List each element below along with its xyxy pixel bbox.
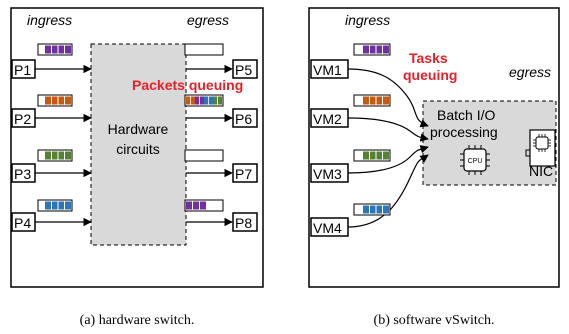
hw-queue-out-6 bbox=[184, 94, 224, 107]
hw-port-p5: P5 bbox=[186, 59, 258, 79]
cpu-label: CPU bbox=[468, 158, 483, 165]
hw-center-line1: Hardware bbox=[108, 121, 169, 137]
panel-hardware-switch: ingress egress Hardware circuits P1 P2 P… bbox=[10, 7, 264, 328]
svg-text:P8: P8 bbox=[235, 215, 252, 231]
svg-text:VM3: VM3 bbox=[313, 166, 342, 182]
batch-io-line2: processing bbox=[430, 124, 498, 140]
hw-egress-label: egress bbox=[187, 12, 229, 28]
tasks-queuing-line2: queuing bbox=[403, 67, 457, 83]
nic-label: NIC bbox=[529, 163, 553, 179]
sw-queue-vm2 bbox=[353, 94, 391, 107]
hw-queue-out-7 bbox=[184, 149, 224, 162]
hw-port-p7: P7 bbox=[186, 163, 258, 183]
tasks-queuing-line1: Tasks bbox=[409, 50, 448, 66]
sw-queue-vm3 bbox=[353, 149, 391, 162]
hw-queue-out-5 bbox=[184, 43, 224, 56]
hw-port-p4: P4 bbox=[11, 212, 92, 232]
batch-io-line1: Batch I/O bbox=[437, 107, 495, 123]
hw-port-p6: P6 bbox=[186, 108, 258, 128]
hw-port-p1: P1 bbox=[11, 59, 92, 79]
cpu-chip-icon: CPU bbox=[460, 145, 490, 175]
svg-text:VM1: VM1 bbox=[313, 62, 342, 78]
panel-software-vswitch: ingress egress Tasks queuing Batch I/O p… bbox=[308, 7, 560, 328]
hw-queue-in-3 bbox=[37, 149, 73, 162]
hw-queue-in-4 bbox=[37, 199, 73, 212]
svg-text:P7: P7 bbox=[235, 166, 252, 182]
svg-text:P1: P1 bbox=[14, 62, 31, 78]
hw-port-p8: P8 bbox=[186, 212, 258, 232]
hw-caption: (a) hardware switch. bbox=[80, 313, 195, 328]
svg-text:VM2: VM2 bbox=[313, 111, 342, 127]
hw-queue-in-1 bbox=[37, 43, 73, 56]
sw-ingress-label: ingress bbox=[345, 12, 390, 28]
packets-queuing-label: Packets queuing bbox=[132, 77, 243, 93]
svg-text:P4: P4 bbox=[14, 215, 31, 231]
nic-icon: NIC bbox=[525, 129, 556, 179]
sw-queue-vm4 bbox=[353, 203, 391, 216]
svg-text:P5: P5 bbox=[235, 62, 252, 78]
hw-port-p3: P3 bbox=[11, 163, 92, 183]
svg-text:P2: P2 bbox=[14, 111, 31, 127]
hw-port-p2: P2 bbox=[11, 108, 92, 128]
vm4-box: VM4 bbox=[310, 154, 429, 237]
hw-queue-in-2 bbox=[37, 94, 73, 107]
vm2-box: VM2 bbox=[310, 108, 429, 142]
sw-queue-vm1 bbox=[353, 43, 391, 56]
svg-text:VM4: VM4 bbox=[313, 220, 342, 236]
svg-text:P3: P3 bbox=[14, 166, 31, 182]
hardware-circuits-box bbox=[90, 43, 187, 246]
hw-center-line2: circuits bbox=[116, 141, 160, 157]
hw-queue-out-8 bbox=[184, 199, 224, 212]
vm3-box: VM3 bbox=[310, 145, 429, 183]
svg-text:P6: P6 bbox=[235, 111, 252, 127]
sw-caption: (b) software vSwitch. bbox=[374, 313, 495, 328]
hw-ingress-label: ingress bbox=[27, 12, 72, 28]
sw-egress-label: egress bbox=[509, 64, 551, 80]
vm1-box: VM1 bbox=[310, 59, 429, 128]
